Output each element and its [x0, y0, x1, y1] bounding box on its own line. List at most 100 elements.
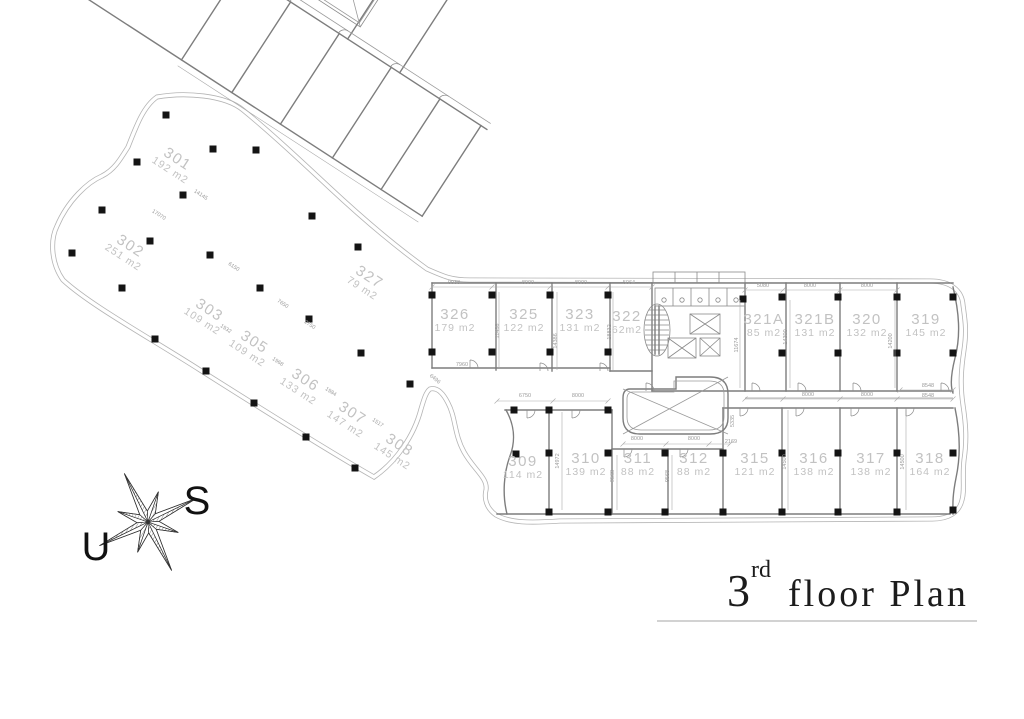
room-area-label: 62m2	[612, 324, 642, 336]
dimension-tick	[605, 398, 611, 404]
room-area-label: 138 m2	[793, 466, 834, 478]
columns-layer	[68, 111, 957, 516]
room-area-label: 114 m2	[503, 469, 543, 481]
column	[719, 508, 727, 516]
compass-label-lower: U	[82, 525, 111, 569]
dimension-label: 17070	[150, 208, 166, 221]
dimension-tick	[550, 398, 556, 404]
door-arc	[599, 362, 609, 372]
column	[546, 291, 554, 299]
dimension-label: 8000	[804, 283, 816, 289]
door-arc	[797, 382, 807, 392]
dimension-tick	[706, 441, 712, 447]
column	[162, 111, 170, 119]
room-area-label: 88 m2	[677, 466, 711, 478]
room-number-label: 311	[624, 450, 652, 467]
column	[546, 348, 554, 356]
compass-point-half	[137, 521, 149, 553]
room-number-label: 315	[740, 450, 770, 467]
dimension-label: 11486	[495, 324, 501, 339]
dimension-label: 18832	[607, 324, 613, 339]
column	[308, 212, 316, 220]
compass-rose: S U	[82, 473, 210, 571]
room-area-label: 139 m2	[565, 466, 606, 478]
room-number-label: 323	[565, 306, 595, 323]
left-wing-walls	[49, 0, 491, 223]
dimension-label: 5335	[730, 415, 736, 427]
dimension-label: 8000	[688, 436, 700, 442]
column	[893, 508, 901, 516]
room-area-label: 138 m2	[850, 466, 891, 478]
column	[98, 206, 106, 214]
dimension-label: 9568	[610, 470, 616, 482]
column	[406, 380, 414, 388]
column	[510, 406, 518, 414]
elevator-shaft	[689, 313, 721, 335]
door-arc	[850, 407, 860, 417]
dimension-label: 7650	[276, 298, 290, 310]
door-arc	[751, 382, 761, 392]
column	[545, 508, 553, 516]
column	[834, 508, 842, 516]
room-number-label: 321A	[743, 311, 784, 328]
dimension-label: 14386	[553, 333, 559, 348]
dimension-label: 8000	[572, 393, 584, 399]
column	[146, 237, 154, 245]
dimension-tick	[742, 396, 748, 402]
column	[252, 146, 260, 154]
column	[834, 293, 842, 301]
room-number-label: 309	[508, 453, 538, 470]
door-arc	[645, 382, 655, 392]
compass-point-half	[124, 473, 149, 523]
dimension-label: 8000	[575, 280, 587, 286]
compass-point-half	[147, 491, 159, 523]
column	[202, 367, 210, 375]
column	[719, 449, 727, 457]
column	[834, 349, 842, 357]
compass-point-half	[147, 521, 172, 571]
title-text: floor Plan	[788, 573, 969, 615]
dimension-label: 14972	[555, 453, 561, 468]
dimension-label: 1517	[371, 417, 385, 429]
dimension-label: 5064	[623, 280, 635, 286]
column	[604, 449, 612, 457]
room-number-label: 312	[679, 450, 709, 467]
room-number-label: 326	[440, 306, 470, 323]
title-ordinal-suffix: rd	[751, 557, 771, 583]
door-arc	[739, 407, 749, 417]
column	[428, 348, 436, 356]
column	[179, 191, 187, 199]
dimension-tick	[897, 387, 903, 393]
dimension-label: 1968	[271, 356, 285, 368]
dimension-tick	[663, 441, 669, 447]
dimension-label: 6750	[519, 393, 531, 399]
dimension-tick	[780, 287, 786, 293]
dimension-label: 9938	[448, 280, 460, 286]
column	[604, 348, 612, 356]
column	[604, 508, 612, 516]
room-number-label: 316	[799, 450, 829, 467]
column	[351, 464, 359, 472]
restroom-stalls	[654, 287, 746, 307]
column	[118, 284, 126, 292]
door-arc	[679, 448, 689, 458]
column	[604, 291, 612, 299]
dimension-label: 6496	[428, 373, 441, 385]
door-arc	[623, 448, 633, 458]
right-wing-walls	[431, 282, 960, 515]
door-arc	[571, 409, 581, 419]
room-number-label: 321B	[794, 311, 835, 328]
room-area-label: 122 m2	[503, 322, 544, 334]
door-arc	[526, 409, 536, 419]
compass-point-half	[117, 511, 149, 523]
atrium-void	[622, 376, 729, 435]
room-area-label: 131 m2	[559, 322, 600, 334]
column	[512, 450, 520, 458]
dimension-label: 7960	[456, 362, 468, 368]
door-arc	[940, 382, 950, 392]
room-number-label: 310	[571, 450, 601, 467]
dimension-label: 8000	[861, 283, 873, 289]
column	[949, 449, 957, 457]
dimension-label: 8000	[631, 436, 643, 442]
